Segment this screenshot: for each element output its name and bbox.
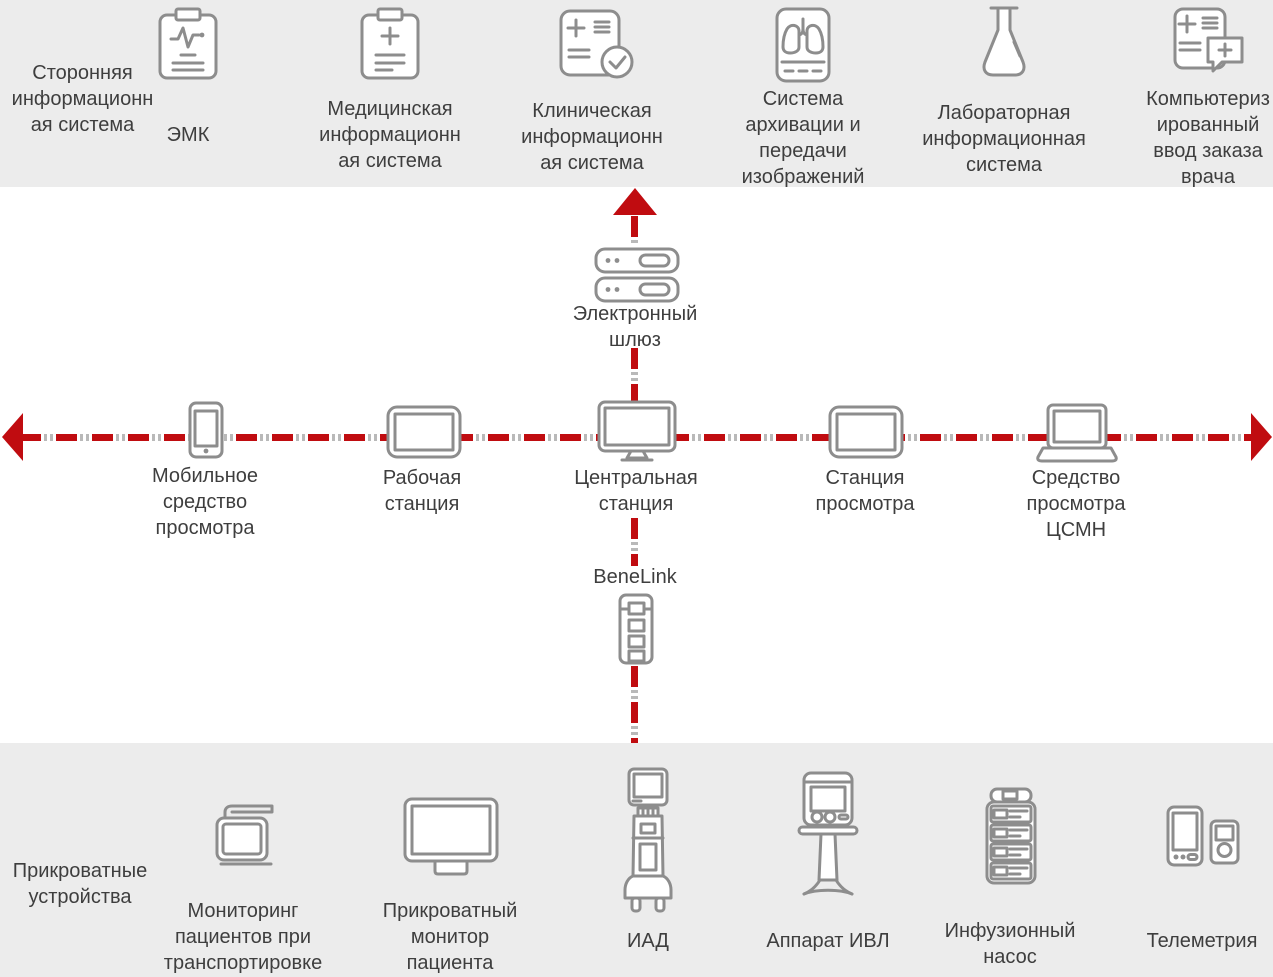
label-transport-monitoring: Мониторинг пациентов при транспортировке (163, 900, 323, 974)
label-viewing-station: Станция просмотра (815, 467, 915, 515)
label-gateway: Электронный шлюз (572, 303, 698, 351)
label-infusion-pump: Инфузионный насос (944, 920, 1076, 968)
ventilator-icon (796, 770, 862, 902)
tablet-icon (385, 404, 463, 460)
label-emr: ЭМК (166, 124, 210, 146)
label-telemetry: Телеметрия (1146, 930, 1258, 952)
side-label-third-party-system: Сторонняя информационн ая система (11, 62, 154, 136)
label-benelink: BeneLink (593, 566, 677, 588)
clipboard-ecg-icon (157, 6, 219, 82)
desktop-monitor-icon (596, 399, 678, 463)
tablet-icon (827, 404, 905, 460)
lab-flask-icon (972, 4, 1036, 82)
label-cms-viewer: Средство просмотра ЦСМН (1026, 467, 1126, 541)
nibp-machine-icon (620, 766, 676, 914)
benelink-link-line-lower (631, 666, 638, 743)
lungs-imaging-icon (774, 6, 832, 84)
order-entry-icon (1172, 6, 1246, 80)
label-medical-info-system: Медицинская информационн ая система (319, 98, 461, 172)
gateway-link-line-lower (631, 348, 638, 434)
label-nibp: ИАД (627, 930, 669, 952)
document-check-icon (558, 8, 636, 82)
label-cpoe: Компьютериз ированный ввод заказа врача (1146, 88, 1270, 188)
side-label-bedside-devices: Прикроватные устройства (12, 860, 148, 908)
label-workstation: Рабочая станция (382, 467, 462, 515)
benelink-link-line-upper (631, 518, 638, 566)
label-pacs: Система архивации и передачи изображений (741, 88, 865, 188)
backbone-right-arrow (1251, 413, 1272, 461)
smartphone-icon (187, 400, 225, 460)
gateway-up-arrow (613, 188, 657, 215)
bedside-monitor-icon (402, 796, 500, 878)
gateway-server-icon (593, 245, 681, 305)
label-mobile-viewer: Мобильное средство просмотра (151, 465, 258, 539)
label-bedside-monitor: Прикроватный монитор пациента (382, 900, 518, 974)
telemetry-icon (1165, 804, 1241, 868)
laptop-icon (1035, 402, 1119, 464)
label-ventilator: Аппарат ИВЛ (766, 930, 890, 952)
label-central-station: Центральная станция (574, 467, 698, 515)
backbone-left-arrow (2, 413, 23, 461)
gateway-link-line-upper (631, 216, 638, 244)
label-lab-info-system: Лабораторная информационная система (922, 102, 1086, 176)
label-clinical-info-system: Клиническая информационн ая система (521, 100, 663, 174)
infusion-pump-icon (982, 786, 1040, 886)
transport-monitor-icon (208, 798, 280, 868)
clipboard-plus-icon (359, 6, 421, 82)
benelink-module-rack-icon (617, 592, 655, 666)
